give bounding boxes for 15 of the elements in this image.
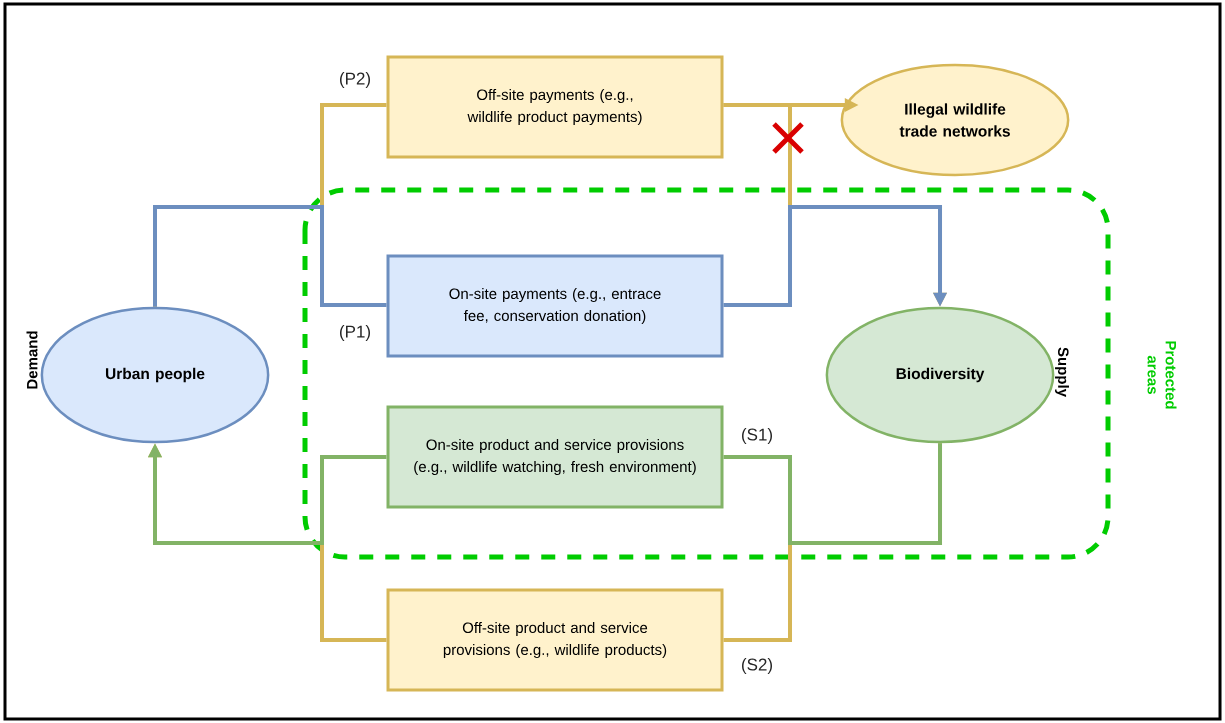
process-box: Off-site payments (e.g., wildlife product payments) bbox=[386, 55, 724, 159]
flow-label: (P2) bbox=[340, 72, 370, 88]
ellipse-node: Illegal wildlife trade networks bbox=[840, 63, 1070, 177]
flow-label: (P1) bbox=[340, 325, 370, 341]
process-box: Off-site product and service provisions (e.g., wildlife products) bbox=[386, 588, 724, 692]
node-label: Protected areas bbox=[1147, 341, 1177, 409]
connector bbox=[153, 205, 387, 307]
process-box: On-site payments (e.g., entrace fee, conservation donation) bbox=[386, 254, 724, 358]
flow-label: (S2) bbox=[742, 658, 772, 674]
connector bbox=[723, 443, 942, 545]
ellipse-node: Urban people bbox=[40, 306, 270, 444]
process-box: On-site product and service provisions (e.g., wildlife watching, fresh environment) bbox=[386, 405, 724, 509]
ellipse-node: Biodiversity bbox=[825, 306, 1055, 444]
connector bbox=[723, 205, 948, 307]
flow-label: (S1) bbox=[742, 428, 772, 444]
